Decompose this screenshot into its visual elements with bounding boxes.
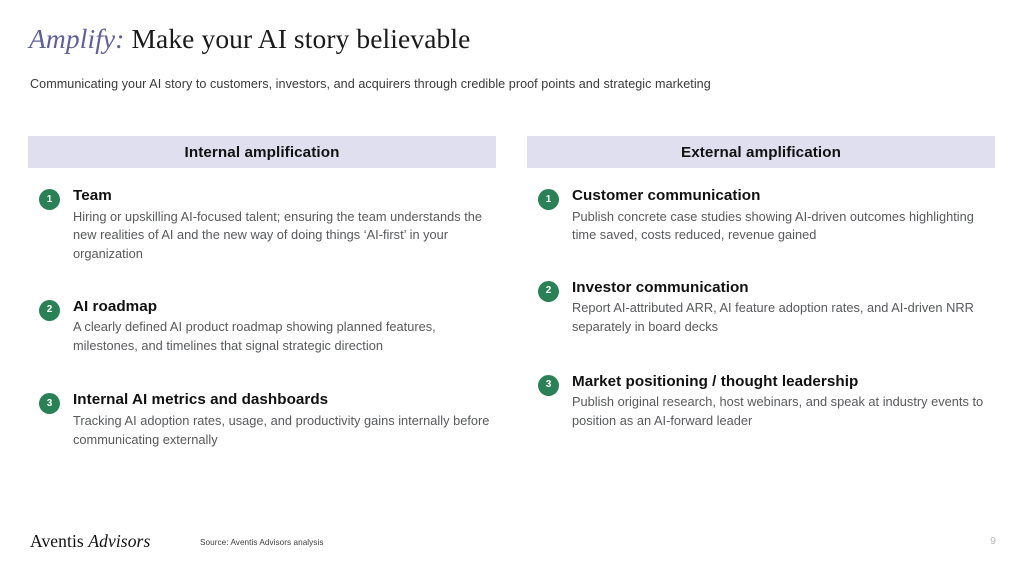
item-title: Team — [73, 187, 112, 204]
list-item: 2 AI roadmap A clearly defined AI produc… — [28, 298, 496, 356]
item-title: Internal AI metrics and dashboards — [73, 391, 329, 409]
list-item: 2 Investor communication Report AI-attri… — [527, 279, 995, 337]
column-header-internal: Internal amplification — [28, 136, 496, 168]
item-number-badge: 2 — [39, 299, 60, 321]
list-item: 1 Team Hiring or upskilling AI-focused t… — [28, 187, 496, 264]
item-description: Publish concrete case studies showing AI… — [572, 208, 974, 243]
item-description: Hiring or upskilling AI-focused talent; … — [73, 208, 483, 261]
page-number: 9 — [990, 535, 996, 547]
column-header-label: External amplification — [680, 143, 842, 161]
item-number-badge: 1 — [39, 189, 60, 210]
column-internal-amplification: Internal amplification 1 Team Hiring or … — [28, 136, 496, 449]
item-description: Tracking AI adoption rates, usage, and p… — [73, 413, 490, 447]
column-external-amplification: External amplification 1 Customer commun… — [527, 136, 995, 431]
item-description: Report AI-attributed ARR, AI feature ado… — [572, 300, 974, 335]
brand-logo-secondary: Advisors — [88, 531, 151, 551]
item-description: Publish original research, host webinars… — [572, 394, 984, 428]
column-internal-items: 1 Team Hiring or upskilling AI-focused t… — [28, 187, 496, 449]
item-description: A clearly defined AI product roadmap sho… — [73, 319, 436, 353]
source-note: Source: Aventis Advisors analysis — [200, 538, 324, 547]
brand-logo-primary: Aventis — [30, 531, 89, 551]
brand-logo: Aventis Advisors — [30, 531, 150, 552]
item-number-badge: 3 — [39, 393, 60, 415]
list-item: 3 Market positioning / thought leadershi… — [527, 373, 995, 431]
column-header-label: Internal amplification — [184, 143, 340, 161]
page-title-accent: Amplify: — [29, 23, 125, 54]
column-header-external: External amplification — [527, 136, 995, 168]
item-number-badge: 1 — [538, 189, 559, 210]
page-title: Amplify: Make your AI story believable — [29, 23, 471, 55]
item-number-badge: 3 — [538, 374, 559, 396]
item-title: Customer communication — [572, 187, 761, 204]
page-title-rest: Make your AI story believable — [124, 23, 471, 54]
item-title: AI roadmap — [73, 297, 158, 315]
item-number-badge: 2 — [538, 280, 559, 302]
page-subtitle: Communicating your AI story to customers… — [30, 77, 711, 91]
item-title: Investor communication — [572, 278, 749, 296]
list-item: 3 Internal AI metrics and dashboards Tra… — [28, 391, 496, 449]
column-external-items: 1 Customer communication Publish concret… — [527, 187, 995, 431]
item-title: Market positioning / thought leadership — [572, 372, 859, 390]
list-item: 1 Customer communication Publish concret… — [527, 187, 995, 245]
